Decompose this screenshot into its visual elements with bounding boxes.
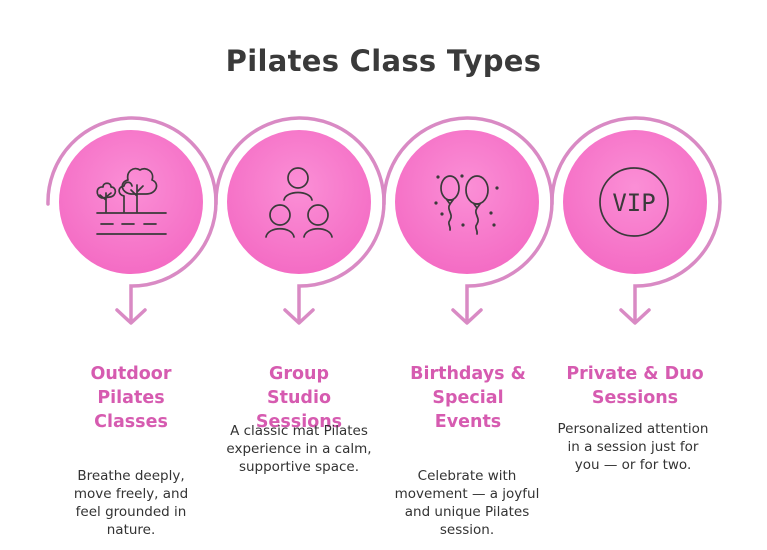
vip-icon: VIP [599,167,669,237]
step-4-circle [563,130,707,274]
step-3-heading: Birthdays & Special Events [410,364,526,432]
step-1-ring [46,116,218,324]
group-people-icon [265,167,333,238]
step-3-arrow [451,308,483,325]
step-2-circle [227,130,371,274]
vip-icon-text: VIP [612,189,655,217]
step-3-ring [382,116,554,324]
step-2-node [214,116,386,325]
step-2-arrow [283,308,315,325]
step-4-ring [550,116,722,324]
step-4-arrow [619,308,651,325]
step-2-heading: Group Studio Sessions [255,364,343,432]
step-1-circle [59,130,203,274]
balloons-icon [440,175,489,235]
step-3-circle [395,130,539,274]
step-1-heading: Outdoor Pilates Classes [90,364,172,432]
step-2-description: A classic mat Pilates experience in a ca… [226,423,372,475]
step-3-node [382,116,554,325]
step-2-ring [214,116,386,324]
step-4-description: Personalized attention in a session just… [557,421,709,473]
step-4-heading: Private & Duo Sessions [566,364,704,408]
step-1-description: Breathe deeply, move freely, and feel gr… [73,468,189,538]
step-4-node: VIP [550,116,722,325]
step-3-description: Celebrate with movement — a joyful and u… [394,468,540,538]
step-1-node [46,116,218,325]
step-1-arrow [115,308,147,325]
confetti-dots [434,174,499,227]
page-title: Pilates Class Types [225,44,542,78]
outdoor-trees-icon [96,167,167,235]
